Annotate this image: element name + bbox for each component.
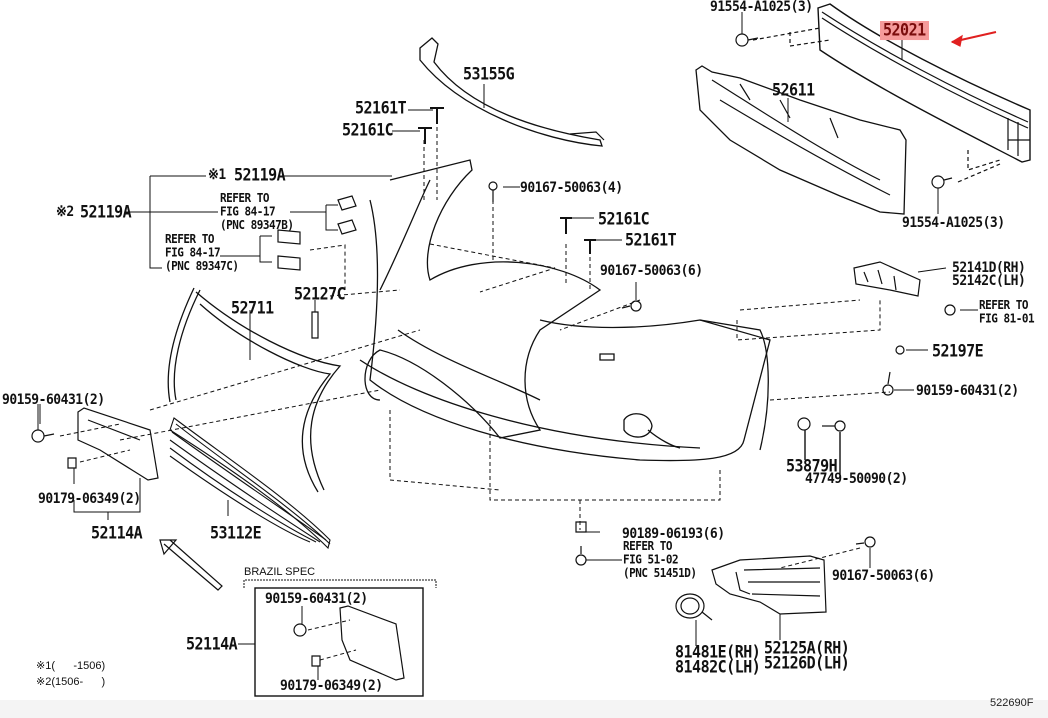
- part-label-90179-left[interactable]: 90179-06349(2): [38, 490, 141, 508]
- part-label-52126D[interactable]: 52126D(LH): [764, 652, 850, 673]
- clip-icon: [311, 311, 319, 339]
- part-label-52161C-top[interactable]: 52161C: [342, 119, 394, 140]
- refer-fig: FIG 84-17: [165, 245, 221, 260]
- brazil-spec-bracket: [243, 579, 437, 588]
- refer-fig-84-17-c[interactable]: REFER TO FIG 84-17 (PNC 89347C): [165, 231, 239, 274]
- brazil-spec-box: [254, 587, 424, 697]
- nut-icon: [311, 655, 321, 667]
- part-label-47749[interactable]: 47749-50090(2): [805, 470, 908, 488]
- part-label-90189[interactable]: 90189-06193(6): [622, 525, 725, 543]
- nut-icon: [575, 521, 587, 533]
- refer-pnc: (PNC 89347B): [220, 217, 294, 233]
- grille-frame-52711[interactable]: [167, 287, 342, 493]
- license-bracket-52114A[interactable]: [77, 407, 159, 481]
- refer-fig-51-02[interactable]: REFER TO FIG 51-02 (PNC 51451D): [623, 538, 697, 581]
- refer-pnc: (PNC 51451D): [623, 565, 697, 581]
- screw-icon: [575, 546, 587, 566]
- part-label-52611[interactable]: 52611: [772, 79, 815, 100]
- note-mark-1: ※1: [208, 166, 226, 184]
- part-label-90179-brazil[interactable]: 90179-06349(2): [280, 677, 383, 695]
- part-label-52161C-right[interactable]: 52161C: [598, 208, 650, 229]
- refer-line: REFER TO: [979, 297, 1028, 313]
- part-label-52711[interactable]: 52711: [231, 297, 274, 318]
- part-label-90159-brazil[interactable]: 90159-60431(2): [265, 590, 368, 608]
- clip-icon: [895, 345, 905, 355]
- clip-icon: [560, 217, 572, 234]
- part-label-53879H[interactable]: 53879H: [786, 455, 838, 476]
- note-text: (1506- ): [51, 676, 106, 688]
- bolt-icon: [931, 175, 953, 189]
- note-mark-2: ※2: [56, 203, 74, 221]
- fog-bezel-81481E[interactable]: [675, 593, 713, 621]
- clip-icon: [337, 195, 357, 235]
- bolt-icon: [293, 623, 307, 637]
- part-label-90167-4[interactable]: 90167-50063(4): [520, 179, 623, 197]
- note-mark: ※2: [36, 676, 52, 688]
- note-1: ※1( -1506): [36, 660, 105, 673]
- spoiler-53155G[interactable]: [419, 37, 605, 147]
- bolt-icon: [944, 304, 956, 316]
- bumper-cover[interactable]: [359, 159, 771, 462]
- clip-icon: [277, 229, 301, 271]
- part-label-52119A-1[interactable]: 52119A: [234, 164, 286, 185]
- part-label-52021-highlighted[interactable]: 52021: [880, 21, 929, 41]
- refer-fig: FIG 51-02: [623, 552, 679, 567]
- nut-icon: [67, 457, 77, 469]
- note-2: ※2(1506- ): [36, 676, 105, 689]
- clip-icon: [430, 107, 444, 124]
- refer-line: REFER TO: [220, 190, 269, 206]
- brazil-spec-label: BRAZIL SPEC: [244, 566, 316, 578]
- figure-id: 522690F: [990, 697, 1034, 709]
- screw-icon: [488, 181, 498, 202]
- part-label-53155G[interactable]: 53155G: [463, 63, 515, 84]
- part-label-90167-6-lower[interactable]: 90167-50063(6): [832, 567, 935, 585]
- part-label-90159-right[interactable]: 90159-60431(2): [916, 382, 1019, 400]
- part-label-52114A-brazil[interactable]: 52114A: [186, 633, 238, 654]
- refer-fig-84-17-b[interactable]: REFER TO FIG 84-17 (PNC 89347B): [220, 190, 294, 233]
- bar-leader-lines: [752, 27, 1001, 183]
- license-bracket-brazil[interactable]: [339, 605, 405, 681]
- part-label-90167-6-upper[interactable]: 90167-50063(6): [600, 262, 703, 280]
- refer-line: REFER TO: [165, 231, 214, 247]
- footer-strip: [0, 700, 1048, 718]
- part-label-52161T-right[interactable]: 52161T: [625, 229, 677, 250]
- part-label-52197E[interactable]: 52197E: [932, 340, 984, 361]
- part-label-91554-top[interactable]: 91554-A1025(3): [710, 0, 813, 16]
- part-label-81481E[interactable]: 81481E(RH): [675, 641, 761, 662]
- energy-absorber-52611[interactable]: [695, 65, 907, 215]
- part-label-52125A[interactable]: 52125A(RH): [764, 637, 850, 658]
- refer-line: REFER TO: [623, 538, 672, 554]
- bolt-icon: [31, 429, 55, 443]
- bolt-icon: [621, 300, 642, 312]
- bracket-52141D[interactable]: [853, 261, 921, 297]
- part-label-52127C[interactable]: 52127C: [294, 283, 346, 304]
- part-label-91554-bottom[interactable]: 91554-A1025(3): [902, 214, 1005, 232]
- screw-icon: [882, 371, 894, 396]
- front-direction-arrow-icon: [159, 539, 223, 591]
- part-label-52161T-top[interactable]: 52161T: [355, 97, 407, 118]
- lower-grille-53112E[interactable]: [169, 417, 331, 550]
- bumper-dash-lines: [119, 120, 891, 569]
- part-label-90159-left[interactable]: 90159-60431(2): [2, 391, 105, 409]
- fog-cover-52125A[interactable]: [711, 555, 827, 615]
- part-label-52142C[interactable]: 52142C(LH): [952, 272, 1026, 290]
- part-label-52119A-2[interactable]: 52119A: [80, 201, 132, 222]
- part-label-53112E[interactable]: 53112E: [210, 522, 262, 543]
- refer-fig-81-01[interactable]: REFER TO FIG 81-01: [979, 297, 1035, 326]
- part-label-52114A-left[interactable]: 52114A: [91, 522, 143, 543]
- clip-icon: [418, 127, 432, 144]
- note-text: ( -1506): [51, 660, 106, 672]
- refer-pnc: (PNC 89347C): [165, 258, 239, 274]
- note-mark: ※1: [36, 660, 52, 672]
- refer-fig: FIG 81-01: [979, 311, 1035, 326]
- part-label-81482C[interactable]: 81482C(LH): [675, 656, 761, 677]
- refer-fig: FIG 84-17: [220, 204, 276, 219]
- callout-brackets: [39, 175, 392, 424]
- clip-icon: [584, 239, 596, 254]
- bolt-icon: [822, 420, 846, 432]
- part-label-52141D[interactable]: 52141D(RH): [952, 259, 1026, 277]
- clip-icon: [797, 417, 811, 431]
- bolt-icon: [855, 536, 876, 548]
